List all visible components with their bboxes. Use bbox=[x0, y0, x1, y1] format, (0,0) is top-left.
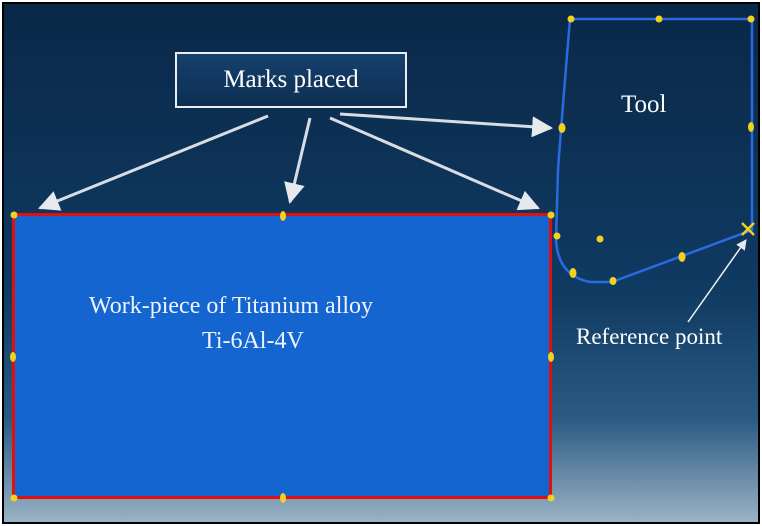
mark bbox=[10, 352, 16, 362]
mark bbox=[747, 15, 755, 23]
marks-placed-callout: Marks placed bbox=[175, 52, 407, 108]
tool-marks bbox=[553, 15, 755, 285]
workpiece-label-line2: Ti-6Al-4V bbox=[202, 328, 304, 354]
mark bbox=[280, 211, 286, 221]
workpiece-label-line1: Work-piece of Titanium alloy bbox=[89, 293, 374, 319]
mark bbox=[10, 494, 18, 502]
arrow-to-workpiece-top bbox=[284, 117, 312, 205]
arrow-to-tool bbox=[339, 112, 554, 138]
mark bbox=[280, 493, 286, 503]
workpiece-marks bbox=[10, 211, 555, 503]
mark bbox=[596, 235, 604, 243]
arrow-to-reference-point bbox=[687, 239, 747, 323]
mark bbox=[678, 252, 686, 262]
mark bbox=[547, 494, 555, 502]
mark bbox=[547, 211, 555, 219]
mark bbox=[553, 232, 561, 240]
mark bbox=[748, 122, 754, 132]
mark bbox=[10, 211, 18, 219]
reference-point-label: Reference point bbox=[576, 324, 723, 349]
arrow-to-workpiece-left bbox=[38, 114, 269, 211]
tool-label: Tool bbox=[621, 91, 667, 118]
mark bbox=[569, 268, 577, 278]
arrow-to-workpiece-right bbox=[329, 116, 540, 211]
tool-outline bbox=[554, 17, 754, 284]
mark bbox=[558, 123, 566, 133]
mark bbox=[567, 15, 575, 23]
reference-point-marker bbox=[741, 222, 755, 236]
workpiece-block: Work-piece of Titanium alloy Ti-6Al-4V bbox=[12, 213, 552, 499]
mark bbox=[548, 352, 554, 362]
mark bbox=[609, 277, 617, 285]
mark bbox=[655, 15, 663, 23]
